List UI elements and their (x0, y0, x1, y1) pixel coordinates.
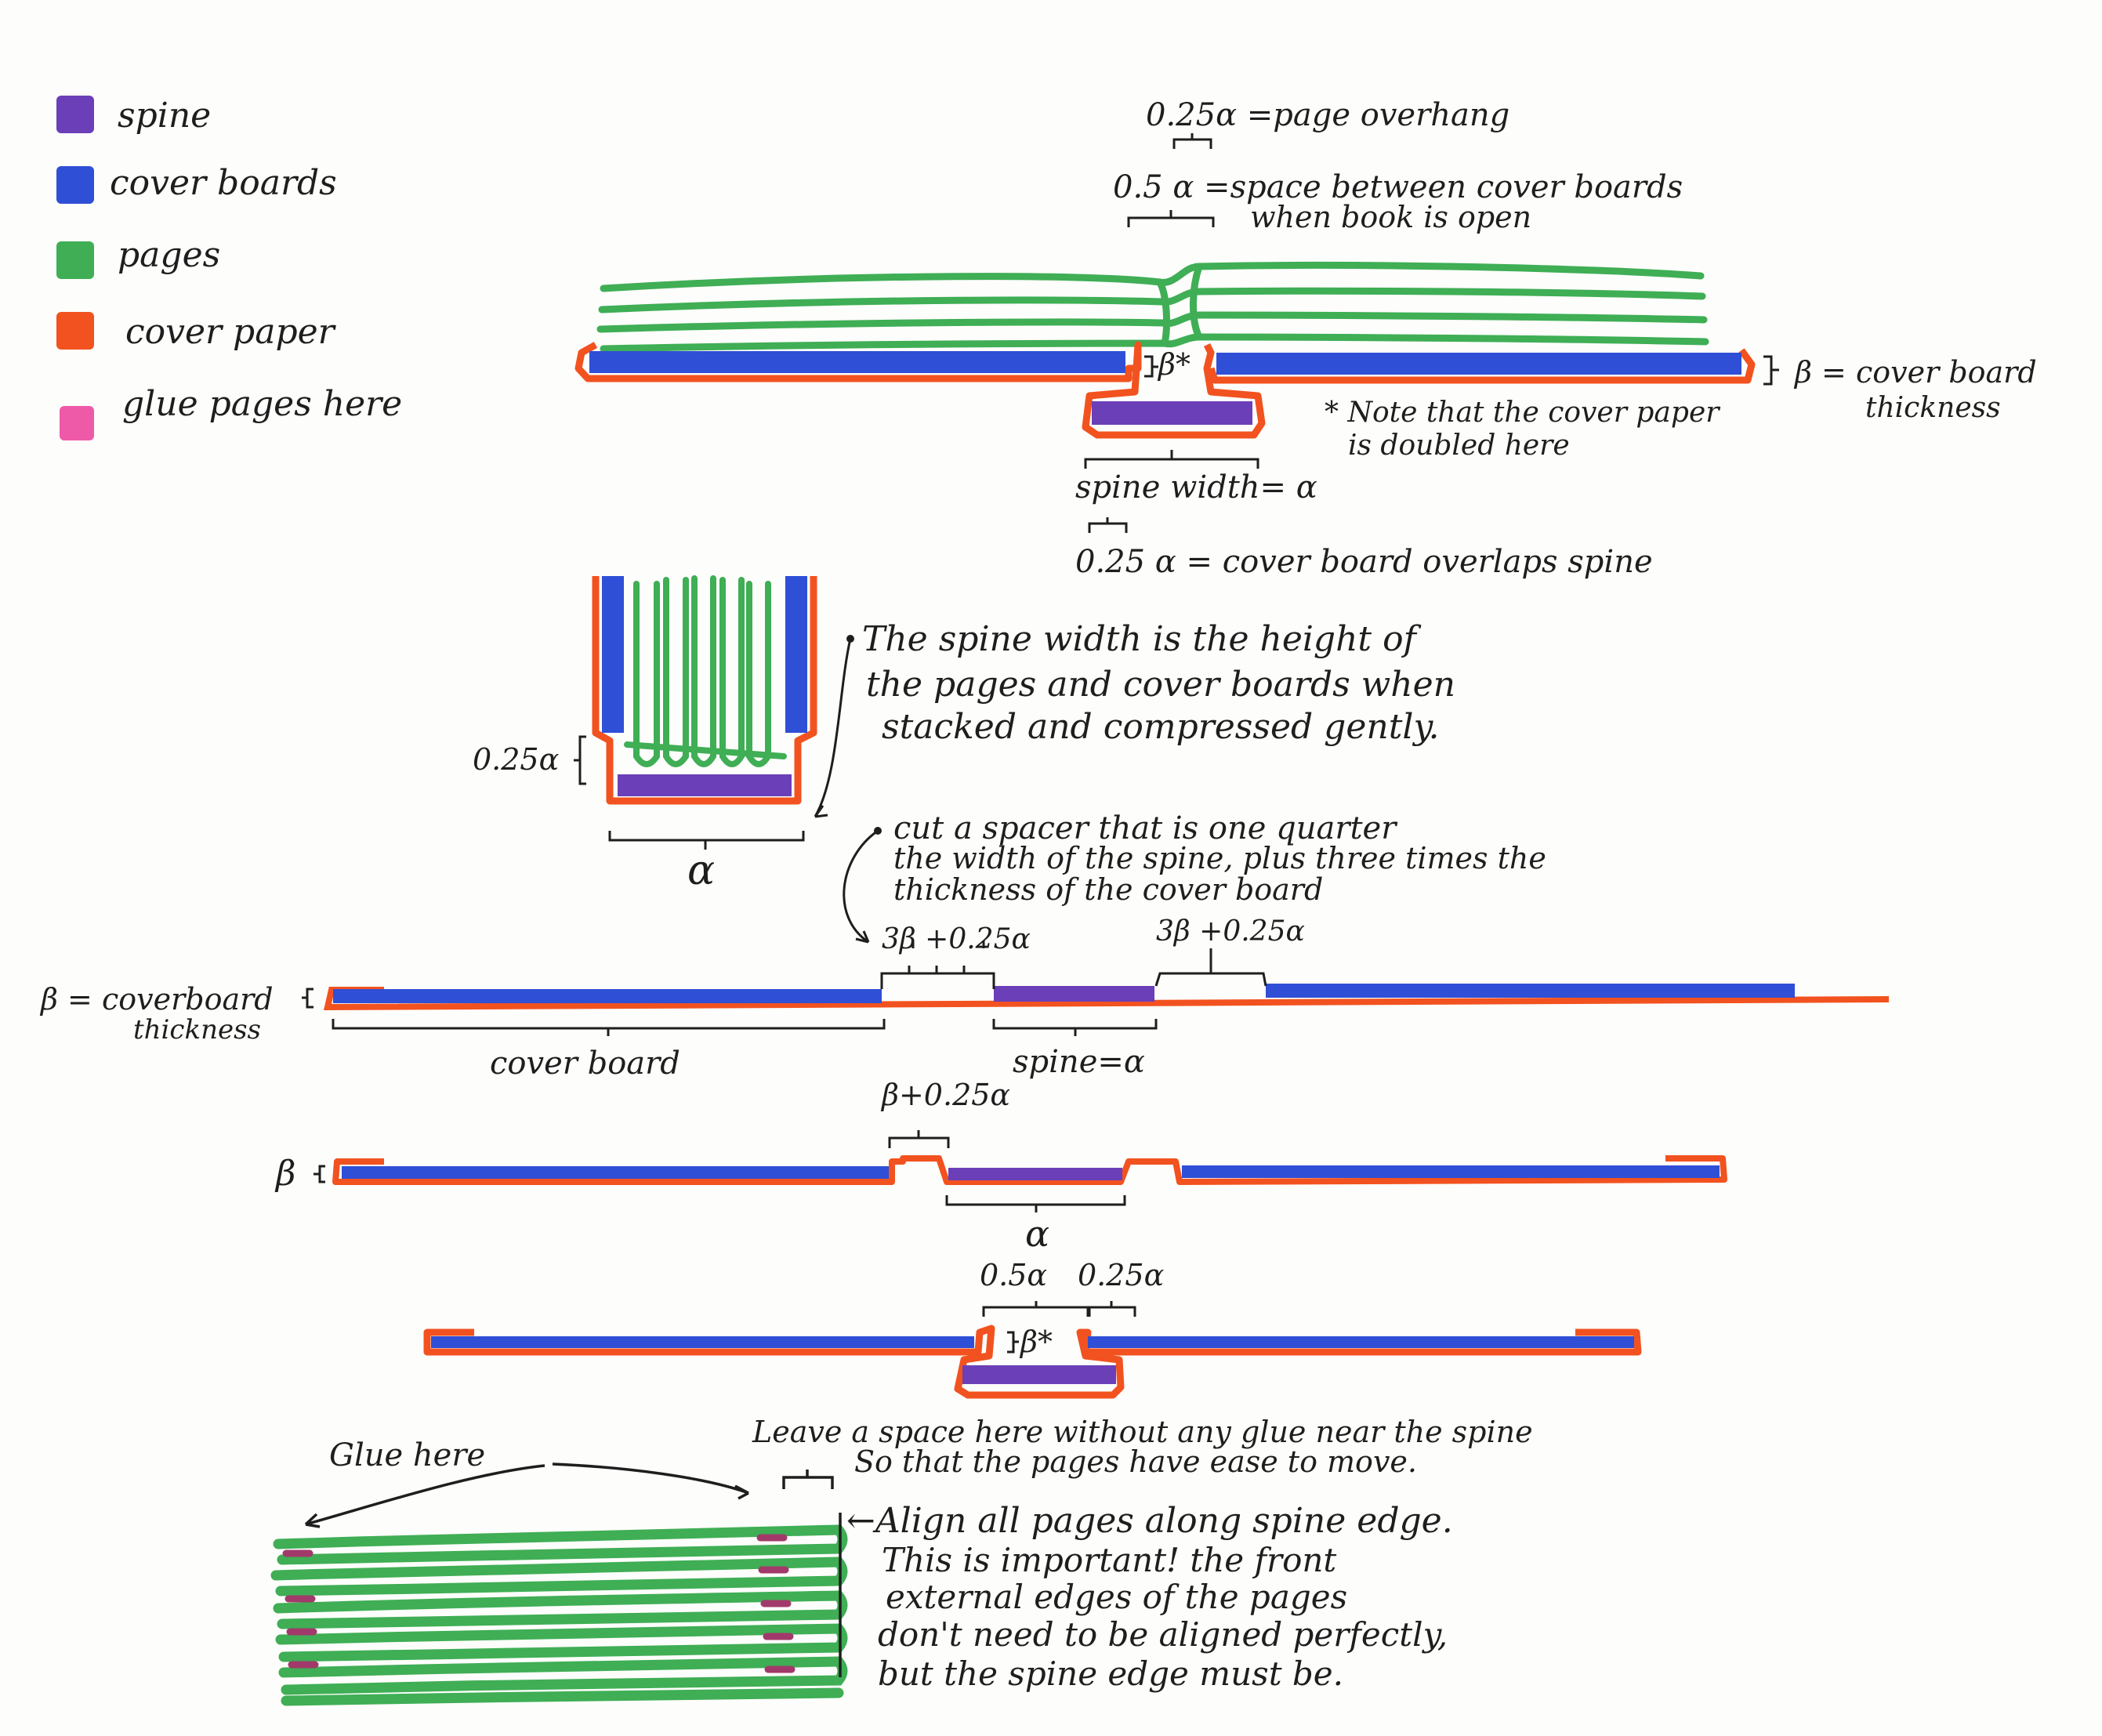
fig1-cover-paper (574, 341, 1756, 439)
fig6-align-line4: don't need to be aligned perfectly, (878, 1615, 1448, 1654)
fig2-right-cover-board (785, 576, 807, 733)
fig2-spine (618, 774, 792, 796)
fig6-glue-here-label: Glue here (329, 1437, 485, 1473)
fig4-brackets (313, 1130, 1126, 1212)
fig2-cover-paper (592, 576, 817, 805)
fig6-align-line3: external edges of the pages (886, 1578, 1347, 1616)
fig2-pages (624, 575, 787, 767)
fig3-right-gap-label: 3β +0.25α (1156, 915, 1305, 948)
fig6-arrows (304, 1462, 842, 1677)
fig3-cover-board-label: cover board (490, 1046, 680, 1082)
fig1-right-cover-board (1216, 353, 1741, 375)
legend-label-cover-boards: cover boards (110, 163, 337, 203)
fig6-glue-pages: Glue here Leave a space here without any… (270, 1415, 1533, 1706)
fig5-half-label: 0.5α (980, 1258, 1047, 1292)
fig3-left-gap-label: 3β +0.25α (882, 923, 1031, 955)
fig1-star-note-line1: * Note that the cover paper (1325, 397, 1720, 429)
fig1-space-label-line1: 0.5 α =space between cover boards (1113, 169, 1683, 205)
fig4-right-cover-board (1182, 1165, 1720, 1178)
fig4-beta-label: β (274, 1154, 295, 1194)
fig6-align-line2: This is important! the front (882, 1541, 1336, 1579)
fig1-brackets (1084, 133, 1779, 533)
legend-swatch-cover-boards (56, 166, 94, 204)
fig4-alpha-label: α (1025, 1212, 1049, 1255)
fig5-left-cover-board (431, 1336, 974, 1348)
fig6-space-line2: So that the pages have ease to move. (854, 1444, 1417, 1479)
legend-label-spine: spine (118, 96, 212, 136)
legend-swatch-pages (56, 241, 94, 279)
fig6-pages (270, 1524, 848, 1706)
fig5-cover-paper (423, 1325, 1642, 1399)
fig5-assembled-cover: 0.5α 0.25α β* (423, 1258, 1642, 1399)
legend-label-cover-paper: cover paper (125, 312, 335, 352)
fig1-left-cover-board (589, 351, 1125, 373)
fig3-beta-label-line1: β = coverboard (39, 982, 274, 1017)
fig1-beta-note-line2: thickness (1865, 392, 2001, 424)
fig4-cover-paper (332, 1155, 1727, 1185)
fig2-note-line1: The spine width is the height of (862, 619, 1422, 659)
fig6-align-line5: but the spine edge must be. (878, 1654, 1343, 1693)
fig2-alpha-label: α (687, 847, 715, 894)
legend-swatch-cover-paper (56, 312, 94, 350)
fig5-spine (962, 1365, 1116, 1384)
fig5-quarter-label: 0.25α (1078, 1258, 1164, 1292)
legend-label-glue: glue pages here (122, 384, 403, 424)
fig1-beta-star: β* (1157, 347, 1191, 382)
fig3-brackets (302, 829, 1158, 1036)
fig1-space-label-line2: when book is open (1250, 200, 1531, 234)
fig3-spacer-line2: the width of the spine, plus three times… (893, 841, 1546, 875)
fig6-glue-marks (282, 1534, 795, 1673)
fig1-pages (596, 262, 1709, 353)
fig3-spine (994, 986, 1154, 1002)
fig2-closed-book: 0.25α α The spine width is the height of… (473, 575, 1455, 894)
fig5-beta-star: β* (1019, 1325, 1053, 1359)
fig1-spine (1092, 401, 1252, 425)
fig6-align-line1: ←Align all pages along spine edge. (846, 1501, 1453, 1541)
fig3-left-cover-board (333, 989, 882, 1003)
legend-label-pages: pages (118, 235, 221, 275)
fig1-open-book: 0.25α =page overhang 0.5 α =space betwee… (574, 97, 2037, 580)
fig5-right-cover-board (1088, 1336, 1634, 1348)
fig1-beta-note-line1: β = cover board (1793, 355, 2037, 390)
fig2-brackets (574, 638, 852, 850)
fig3-beta-label-line2: thickness (133, 1014, 261, 1046)
fig2-quarter-label: 0.25α (473, 742, 559, 777)
fig3-spacer-line3: thickness of the cover board (893, 872, 1323, 907)
fig3-right-cover-board (1266, 984, 1795, 998)
fig3-flat-layout: cut a spacer that is one quarter the wid… (39, 810, 1890, 1082)
legend-swatch-glue (60, 406, 94, 440)
fig2-left-cover-board (602, 576, 624, 733)
fig3-spacer-outlines (880, 940, 1267, 989)
fig5-brackets (982, 1301, 1136, 1354)
fig1-spine-width-label: spine width= α (1075, 469, 1317, 506)
fig4-partial-fold: β+0.25α β α (274, 1078, 1727, 1255)
fig4-gap-label: β+0.25α (880, 1078, 1010, 1112)
fig1-star-note-line2: is doubled here (1348, 429, 1570, 462)
fig4-left-cover-board (342, 1166, 889, 1179)
fig2-note-line3: stacked and compressed gently. (882, 707, 1439, 747)
fig3-spacer-line1: cut a spacer that is one quarter (893, 810, 1398, 846)
fig1-overhang-label: 0.25α =page overhang (1146, 97, 1509, 133)
fig4-spine (948, 1168, 1122, 1180)
fig3-spine-label: spine=α (1013, 1044, 1145, 1080)
fig1-overlap-label: 0.25 α = cover board overlaps spine (1075, 544, 1653, 580)
fig6-space-line1: Leave a space here without any glue near… (752, 1415, 1533, 1449)
fig2-note-line2: the pages and cover boards when (866, 665, 1455, 705)
legend-swatch-spine (56, 96, 94, 133)
